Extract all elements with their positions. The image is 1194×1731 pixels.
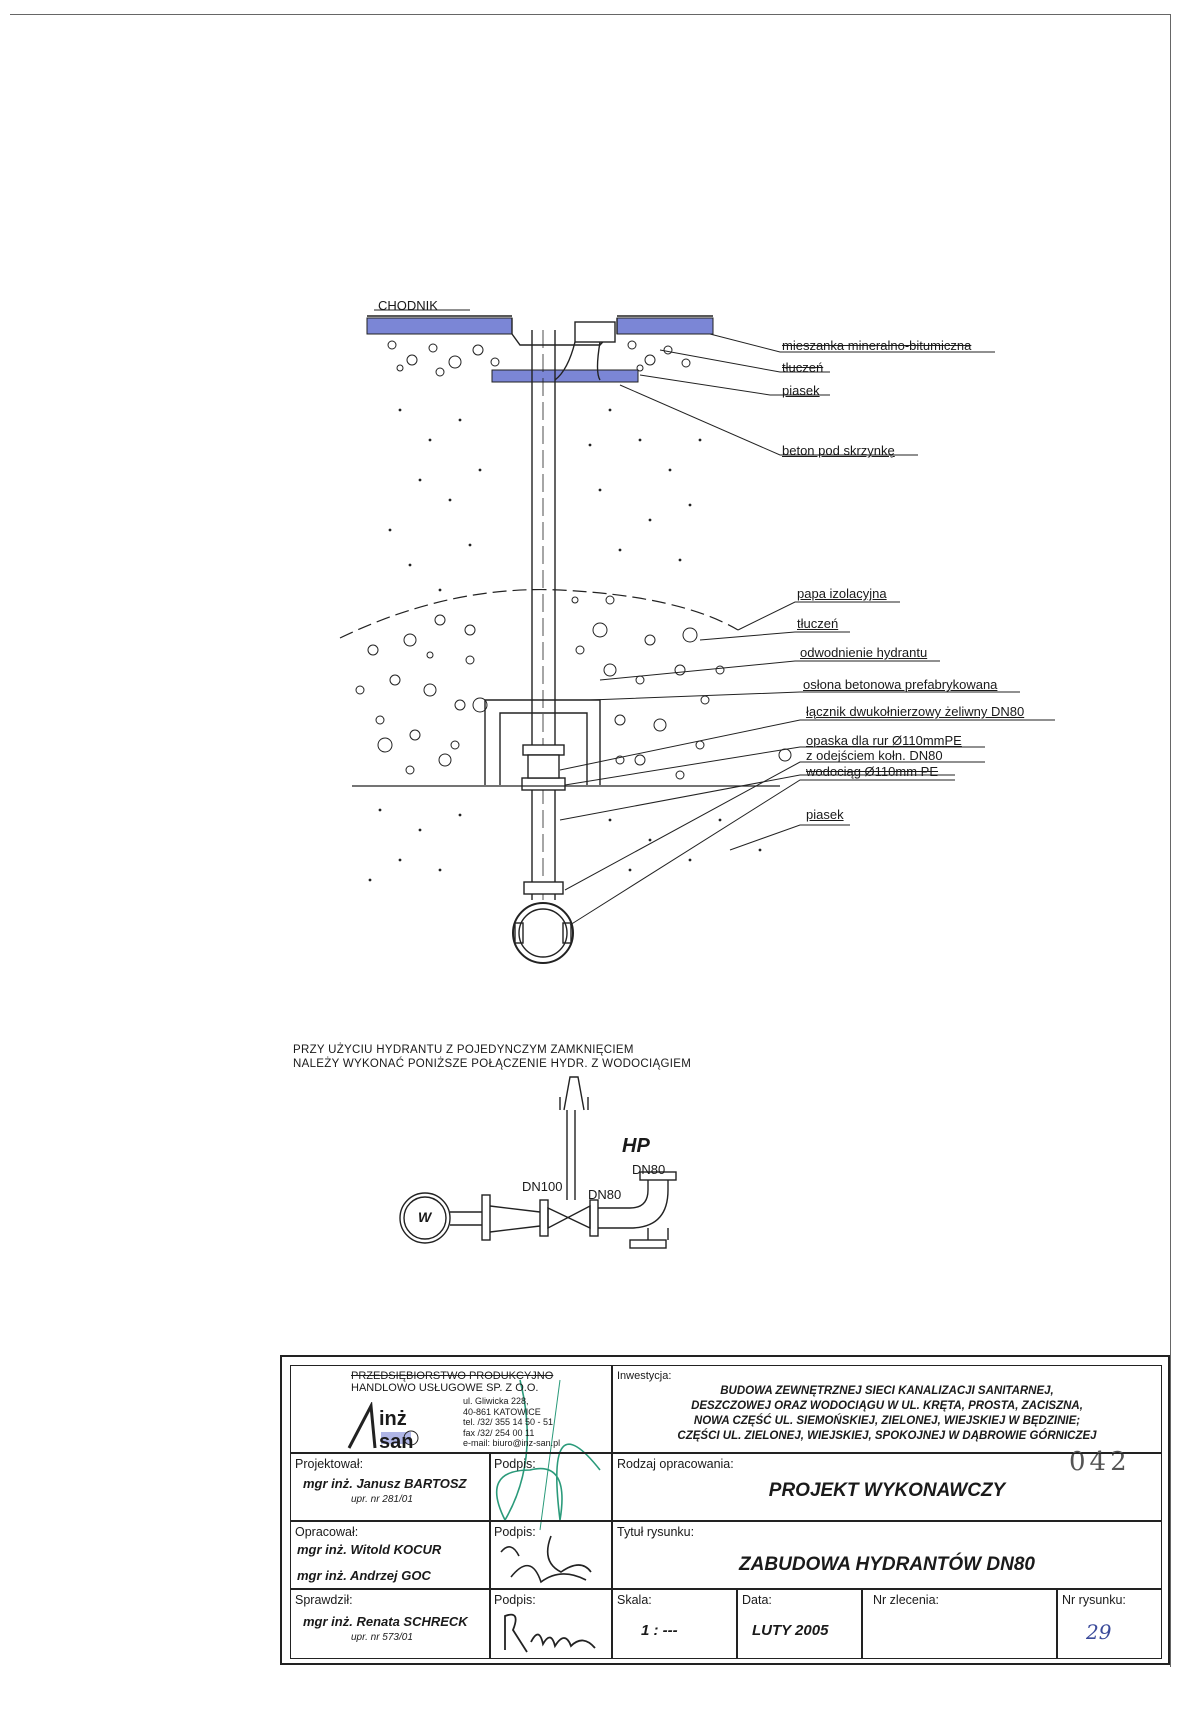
author-label: Opracował: <box>295 1525 359 1539</box>
label-dn80-mid: DN80 <box>588 1187 622 1202</box>
investment-cell: Inwestycja: BUDOWA ZEWNĘTRZNEJ SIECI KAN… <box>612 1365 1162 1453</box>
label-beton: beton pod skrzynkę <box>782 443 895 458</box>
drawing-number-cell: Nr rysunku: 29 <box>1057 1589 1162 1659</box>
signature-marks <box>495 1379 601 1531</box>
date-cell: Data: LUTY 2005 <box>737 1589 862 1659</box>
document-type-value: PROJEKT WYKONAWCZY <box>768 1480 1006 1501</box>
signature-label-2: Podpis: <box>494 1525 536 1539</box>
author-name-2: mgr inż. Andrzej GOC <box>297 1568 431 1583</box>
label-tluczen-top: tłuczeń <box>782 360 824 375</box>
sand-dots <box>368 408 762 882</box>
label-dn80-top: DN80 <box>632 1162 666 1177</box>
label-opaska-1: opaska dla rur Ø110mmPE <box>806 733 962 748</box>
signature-cell-1: Podpis: <box>490 1453 612 1521</box>
label-w: W <box>418 1209 432 1225</box>
investment-line-2: DESZCZOWEJ ORAZ WODOCIĄGU W UL. KRĘTA, P… <box>691 1400 1083 1412</box>
document-type-cell: Rodzaj opracowania: PROJEKT WYKONAWCZY <box>612 1453 1162 1521</box>
scale-label: Skala: <box>617 1593 652 1607</box>
tel: tel. /32/ 355 14 50 - 51 <box>463 1417 554 1427</box>
address-2: 40-861 KATOWICE <box>463 1406 541 1417</box>
investment-line-3: NOWA CZĘŚĆ UL. SIEMOŃSKIEJ, ZIELONEJ, WI… <box>693 1415 1081 1427</box>
investment-label: Inwestycja: <box>617 1370 672 1382</box>
designer-cell: Projektował: mgr inż. Janusz BARTOSZ upr… <box>290 1453 490 1521</box>
investment-line-1: BUDOWA ZEWNĘTRZNEJ SIECI KANALIZACJI SAN… <box>720 1385 1054 1397</box>
scale-cell: Skala: 1 : --- <box>612 1589 737 1659</box>
company-cell: PRZEDSIĘBIORSTWO PRODUKCYJNO HANDLOWO US… <box>290 1365 612 1453</box>
title-block: PRZEDSIĘBIORSTWO PRODUKCYJNO HANDLOWO US… <box>280 1355 1170 1665</box>
company-logo: inż san <box>341 1400 421 1453</box>
author-signature <box>500 1535 592 1584</box>
pavement <box>366 309 714 335</box>
designer-name: mgr inż. Janusz BARTOSZ <box>303 1476 467 1491</box>
drawing-frame <box>10 14 1171 1667</box>
gravel-top <box>387 340 691 377</box>
date-label: Data: <box>742 1593 772 1607</box>
signature-cell-2: Podpis: <box>490 1521 612 1589</box>
designer-licence: upr. nr 281/01 <box>351 1494 413 1505</box>
checker-label: Sprawdził: <box>295 1593 353 1607</box>
drawing-title-value: ZABUDOWA HYDRANTÓW DN80 <box>739 1554 1035 1575</box>
leader-lines <box>559 333 1055 926</box>
drawing-title-label: Tytuł rysunku: <box>617 1525 695 1539</box>
drawing-number-value: 29 <box>1086 1620 1112 1644</box>
label-piasek-top: piasek <box>782 383 820 398</box>
label-hp: HP <box>622 1135 650 1157</box>
date-value: LUTY 2005 <box>752 1622 829 1639</box>
label-dn100: DN100 <box>522 1179 563 1194</box>
note-line-2: NALEŻY WYKONAĆ PONIŻSZE POŁĄCZENIE HYDR.… <box>293 1058 692 1070</box>
drawing-title-cell: Tytuł rysunku: ZABUDOWA HYDRANTÓW DN80 <box>612 1521 1162 1589</box>
checker-name: mgr inż. Renata SCHRECK <box>303 1614 468 1629</box>
email: e-mail: biuro@inz-san.pl <box>463 1438 561 1448</box>
label-lacznik: łącznik dwukołnierzowy żeliwny DN80 <box>806 704 1025 719</box>
investment-line-4: CZĘŚCI UL. ZIELONEJ, WIEJSKIEJ, SPOKOJNE… <box>677 1430 1097 1442</box>
scale-value: 1 : --- <box>641 1622 678 1639</box>
concrete-under-box <box>491 369 639 383</box>
checker-licence: upr. nr 573/01 <box>351 1632 413 1643</box>
drawing-number-label: Nr rysunku: <box>1062 1593 1126 1607</box>
signature-label-1: Podpis: <box>494 1457 536 1471</box>
address-1: ul. Gliwicka 228, <box>463 1396 529 1406</box>
note-line-1: PRZY UŻYCIU HYDRANTU Z POJEDYNCZYM ZAMKN… <box>293 1044 634 1056</box>
label-mieszanka: mieszanka mineralno-bitumiczna <box>782 338 972 353</box>
concrete-shield <box>484 699 601 785</box>
author-name-1: mgr inż. Witold KOCUR <box>297 1542 442 1557</box>
checker-cell: Sprawdził: mgr inż. Renata SCHRECK upr. … <box>290 1589 490 1659</box>
checker-signature <box>504 1613 596 1653</box>
label-oslona: osłona betonowa prefabrykowana <box>803 677 998 692</box>
company-line-2: HANDLOWO USŁUGOWE SP. Z O.O. <box>351 1382 539 1394</box>
fax: fax /32/ 254 00 11 <box>463 1427 535 1438</box>
signature-cell-3: Podpis: <box>490 1589 612 1659</box>
label-opaska-2: z odejściem kołn. DN80 <box>806 748 943 763</box>
insulation-paper <box>339 589 739 639</box>
document-type-label: Rodzaj opracowania: <box>617 1457 734 1471</box>
connection-schematic <box>399 1076 677 1249</box>
hydrant-pipe <box>511 318 618 964</box>
label-chodnik: CHODNIK <box>378 298 438 313</box>
label-papa: papa izolacyjna <box>797 586 887 601</box>
label-wodociag: wodociąg Ø110mm PE <box>806 764 938 779</box>
order-cell: Nr zlecenia: <box>862 1589 1057 1659</box>
label-tluczen: tłuczeń <box>797 616 839 631</box>
order-label: Nr zlecenia: <box>873 1593 939 1607</box>
company-line-1: PRZEDSIĘBIORSTWO PRODUKCYJNO <box>351 1370 554 1382</box>
gravel-lower <box>355 595 792 780</box>
designer-label: Projektował: <box>295 1457 364 1471</box>
author-cell: Opracował: mgr inż. Witold KOCUR mgr inż… <box>290 1521 490 1589</box>
stamp-number: 042 <box>1069 1447 1131 1477</box>
label-odwodnienie: odwodnienie hydrantu <box>800 645 928 660</box>
signature-label-3: Podpis: <box>494 1593 536 1607</box>
logo-text: inż san <box>379 1408 414 1453</box>
label-piasek-bottom: piasek <box>806 807 844 822</box>
